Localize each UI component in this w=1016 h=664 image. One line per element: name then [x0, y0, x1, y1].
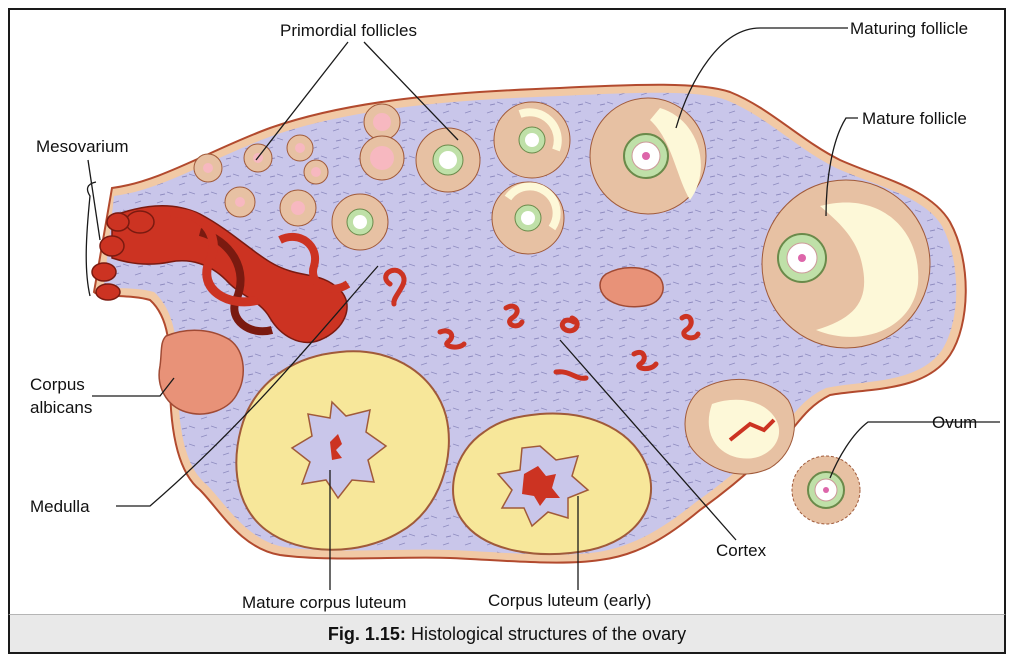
label-corpus-albicans-line2: albicans [30, 398, 92, 417]
caption-number: Fig. 1.15: [328, 624, 406, 644]
mature-follicle [762, 180, 930, 348]
label-medulla: Medulla [30, 497, 90, 516]
maturing-follicle [590, 98, 706, 214]
caption-text: Histological structures of the ovary [411, 624, 686, 644]
label-mature-follicle: Mature follicle [862, 109, 967, 128]
corpus-albicans [159, 330, 243, 414]
figure-caption: Fig. 1.15: Histological structures of th… [8, 614, 1006, 654]
label-corpus-luteum-early: Corpus luteum (early) [488, 591, 651, 610]
corpus-albicans-small [600, 268, 663, 307]
corpus-luteum-early [453, 414, 651, 555]
label-mesovarium: Mesovarium [36, 137, 129, 156]
label-maturing-follicle: Maturing follicle [850, 19, 968, 38]
label-cortex: Cortex [716, 541, 767, 560]
label-corpus-albicans-line1: Corpus [30, 375, 85, 394]
label-mature-corpus-luteum: Mature corpus luteum [242, 593, 406, 612]
mature-corpus-luteum [236, 351, 449, 549]
ovum [792, 456, 860, 524]
label-primordial-follicles: Primordial follicles [280, 21, 417, 40]
label-ovum: Ovum [932, 413, 977, 432]
